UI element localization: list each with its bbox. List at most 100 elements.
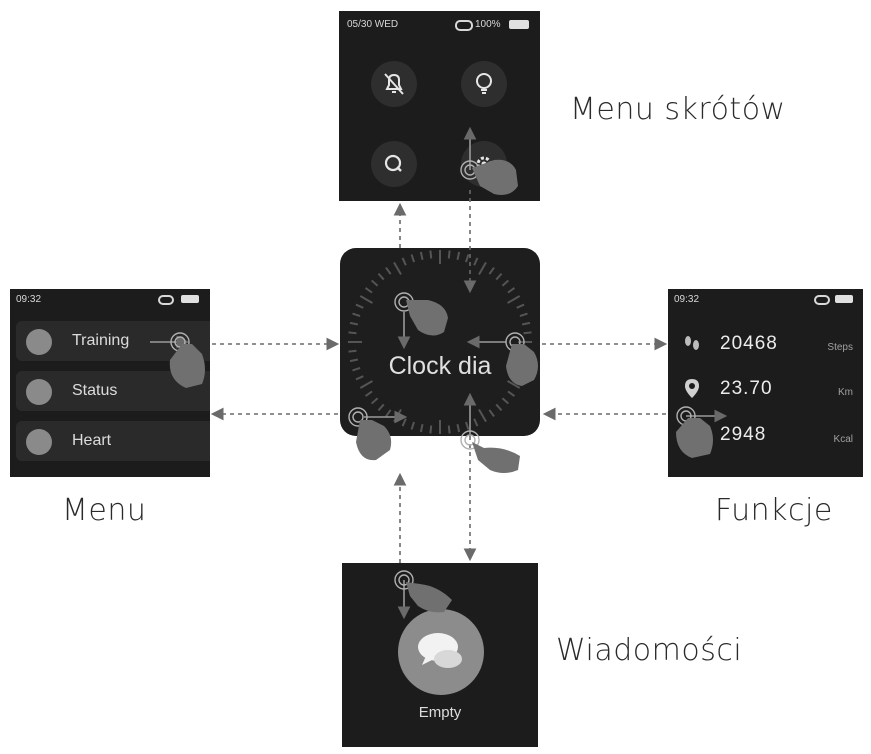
dial-ticks — [348, 250, 532, 434]
running-icon — [26, 329, 52, 355]
footsteps-icon — [685, 336, 699, 350]
dial-tick — [523, 331, 532, 335]
dial-tick — [370, 279, 379, 287]
menu-item-heart[interactable]: Heart — [16, 421, 210, 461]
calories-unit: Kcal — [833, 434, 853, 445]
dial-tick — [501, 279, 510, 287]
dial-tick — [377, 403, 385, 412]
messages-caption: Wiadomości — [556, 633, 743, 668]
menu-status-time: 09:32 — [16, 294, 42, 305]
dial-tick — [495, 272, 503, 281]
dial-tick — [521, 321, 531, 326]
hand-pointer-icon — [676, 418, 713, 458]
battery-icon — [509, 20, 529, 29]
quick-menu-date: 05/30 WED — [347, 19, 399, 30]
heart-icon — [26, 429, 52, 455]
dial-tick — [349, 358, 359, 363]
quick-menu-battery-percent: 100% — [475, 19, 501, 30]
functions-status-time: 09:32 — [674, 294, 700, 305]
dial-tick — [364, 390, 373, 397]
messages-empty-label: Empty — [418, 704, 462, 721]
battery-icon — [835, 295, 853, 303]
dial-tick — [507, 380, 521, 389]
dial-tick — [385, 409, 392, 418]
dial-tick — [473, 257, 479, 266]
hand-pointer-icon — [472, 159, 518, 195]
dial-tick — [447, 250, 451, 259]
distance-unit: Km — [838, 387, 853, 398]
hand-pointer-icon — [406, 300, 448, 336]
dial-tick — [501, 397, 510, 405]
hand-pointer-icon — [472, 442, 520, 473]
dial-tick — [478, 261, 487, 275]
dial-tick — [495, 403, 503, 412]
dial-tick — [473, 418, 479, 427]
menu-item-label: Training — [72, 332, 130, 349]
dial-tick — [364, 287, 373, 294]
dial-tick — [516, 303, 525, 309]
dial-tick — [355, 303, 364, 309]
dial-tick — [507, 287, 516, 294]
menu-item-label: Heart — [72, 432, 112, 449]
quick-menu-caption: Menu skrótów — [570, 92, 786, 127]
clock-dial-label: Clock dia — [388, 352, 492, 380]
dial-tick — [349, 321, 359, 326]
hand-pointer-icon — [506, 344, 538, 386]
dial-tick — [478, 409, 487, 423]
steps-unit: Steps — [827, 342, 853, 353]
calories-value: 2948 — [720, 424, 767, 445]
dial-tick — [447, 425, 451, 434]
dial-tick — [456, 251, 461, 261]
steps-value: 20468 — [720, 333, 778, 354]
dial-tick — [419, 423, 424, 433]
menu-caption: Menu — [62, 493, 147, 528]
hand-pointer-icon — [356, 420, 392, 461]
chat-bubble-icon — [418, 633, 462, 668]
location-pin-icon — [685, 379, 699, 398]
activity-icon — [26, 379, 52, 405]
dial-tick — [519, 312, 528, 317]
dial-tick — [385, 266, 392, 275]
bulb-icon — [476, 73, 492, 94]
battery-icon — [181, 295, 199, 303]
hand-pointer-icon — [169, 344, 205, 388]
dial-tick — [429, 250, 433, 259]
dial-tick — [352, 312, 361, 317]
dial-tick — [348, 331, 357, 335]
dial-tick — [352, 367, 361, 372]
dial-tick — [359, 295, 373, 304]
dial-tick — [456, 423, 461, 433]
functions-caption: Funkcje — [715, 493, 833, 528]
dial-tick — [507, 390, 516, 397]
dial-tick — [488, 409, 495, 418]
dial-tick — [377, 272, 385, 281]
dial-tick — [410, 421, 415, 430]
dial-tick — [488, 266, 495, 275]
find-phone-button[interactable] — [371, 141, 417, 187]
distance-value: 23.70 — [720, 378, 773, 399]
dial-tick — [348, 349, 357, 353]
dial-tick — [465, 254, 470, 263]
dial-tick — [370, 397, 379, 405]
dial-tick — [355, 375, 364, 381]
flashlight-button[interactable] — [461, 61, 507, 107]
dial-tick — [419, 251, 424, 261]
dial-tick — [429, 425, 433, 434]
hand-pointer-icon — [406, 582, 452, 613]
dial-tick — [465, 421, 470, 430]
dial-tick — [393, 261, 402, 275]
link-icon — [158, 295, 174, 305]
link-icon — [455, 20, 473, 31]
bell-off-icon — [384, 73, 404, 95]
messages-icon-circle — [398, 609, 484, 695]
dial-tick — [401, 257, 407, 266]
link-icon — [814, 295, 830, 305]
menu-item-label: Status — [72, 382, 118, 399]
do-not-disturb-button[interactable] — [371, 61, 417, 107]
dial-tick — [507, 295, 521, 304]
dial-tick — [359, 380, 373, 389]
dial-tick — [410, 254, 415, 263]
search-icon — [384, 154, 402, 172]
hand-pointer-icons — [169, 159, 713, 613]
